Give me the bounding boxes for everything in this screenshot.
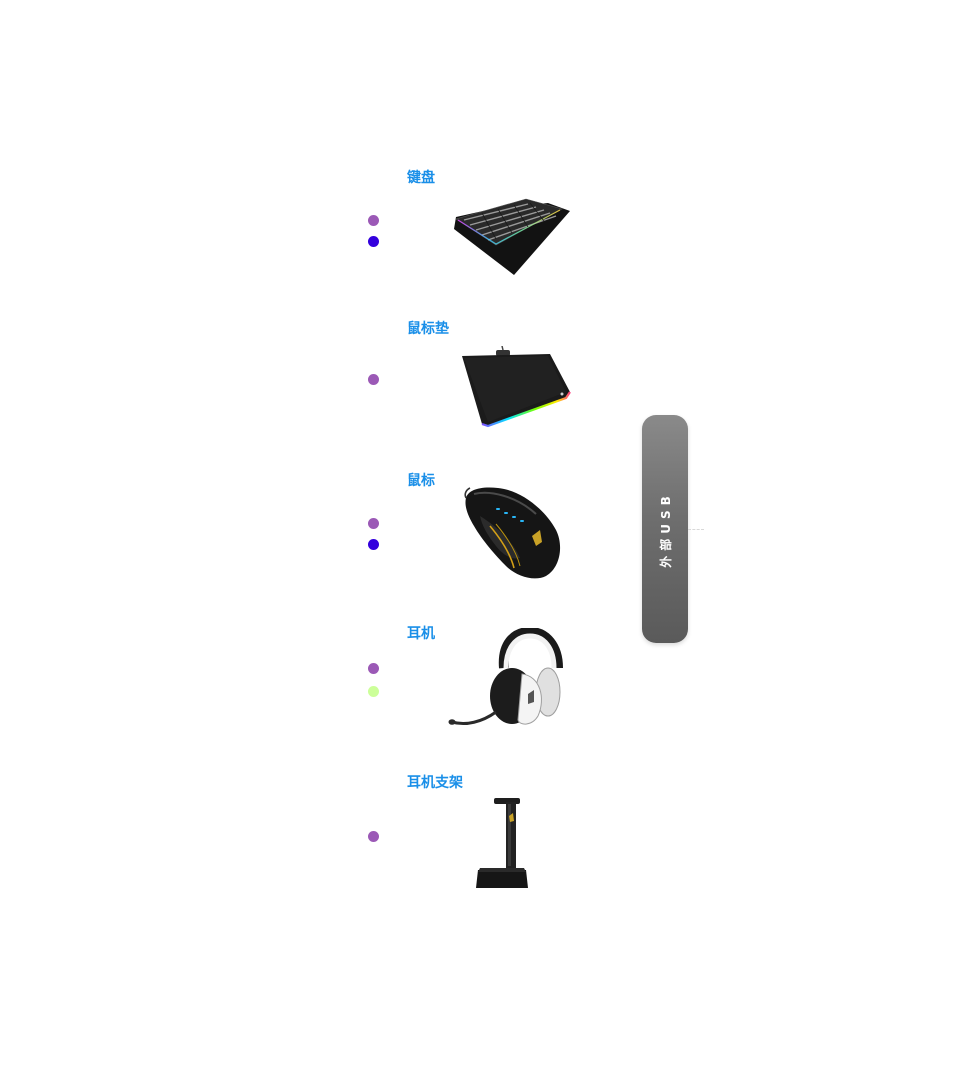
usb-label: 外部USB (658, 490, 673, 568)
mousepad-icon (462, 346, 571, 428)
dot-purple (368, 831, 379, 842)
dot-purple (368, 215, 379, 226)
usb-connector-line (688, 529, 704, 530)
headset-icon (448, 628, 563, 726)
dot-green (368, 686, 379, 697)
dot-purple (368, 663, 379, 674)
keyboard-icon (454, 198, 570, 275)
dot-purple (368, 518, 379, 529)
device-title-headset-stand: 耳机支架 (407, 775, 463, 791)
dot-blue (368, 236, 379, 247)
device-title-headset: 耳机 (407, 626, 435, 642)
device-title-keyboard: 键盘 (407, 170, 435, 186)
device-title-mouse: 鼠标 (407, 473, 435, 489)
usb-label-wrapper: 外部USB (642, 415, 688, 643)
usb-panel: 外部USB (642, 415, 688, 643)
headset-stand-icon (476, 798, 528, 890)
dot-blue (368, 539, 379, 550)
device-title-mousepad: 鼠标垫 (407, 321, 449, 337)
mouse-icon (464, 487, 561, 579)
dot-purple (368, 374, 379, 385)
